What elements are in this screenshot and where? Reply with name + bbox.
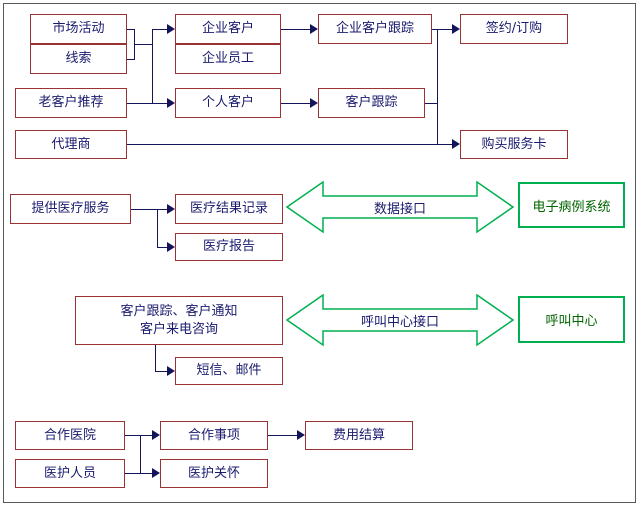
box-medical-report: 医疗报告	[175, 233, 283, 261]
connector-market-stub	[127, 29, 134, 30]
arrowhead	[167, 204, 175, 214]
box-agent: 代理商	[15, 130, 127, 159]
box-individual-customer: 个人客户	[175, 88, 281, 118]
box-market-activity: 市场活动	[30, 14, 127, 44]
connector-hospital-trunk	[140, 435, 141, 473]
arrowhead	[452, 139, 460, 149]
arrowhead	[310, 98, 318, 108]
connector-hospital-to-matters	[125, 435, 153, 436]
tracking-notice-line1: 客户跟踪、客户通知	[120, 303, 238, 319]
data-interface-label: 数据接口	[373, 202, 426, 217]
box-enterprise-customer: 企业客户	[175, 14, 281, 44]
arrowhead	[167, 98, 175, 108]
arrowhead	[297, 430, 305, 440]
box-medical-result-record: 医疗结果记录	[175, 194, 283, 224]
box-medical-staff: 医护人员	[15, 459, 125, 488]
connector-medical-service	[131, 209, 168, 210]
box-sms-email: 短信、邮件	[175, 357, 283, 385]
tracking-notice-line2: 客户来电咨询	[139, 321, 218, 337]
arrowhead	[167, 242, 175, 252]
connector-medical-trunk	[157, 209, 158, 247]
arrowhead	[167, 24, 175, 34]
connector-staff-to-care	[125, 473, 153, 474]
box-sign-order: 签约/订购	[460, 14, 568, 44]
connector-leads-stub	[127, 59, 134, 60]
connector-bracket-feed	[134, 44, 152, 45]
connector-to-medical-report	[157, 247, 168, 248]
box-provide-medical-service: 提供医疗服务	[10, 194, 131, 224]
connector-customer-tracking-stub	[425, 103, 437, 104]
box-leads: 线索	[30, 44, 127, 74]
connector-left-trunk	[152, 29, 153, 104]
box-customer-tracking: 客户跟踪	[318, 88, 425, 118]
box-emr-system: 电子病例系统	[518, 182, 625, 228]
box-customer-tracking-notice: 客户跟踪、客户通知 客户来电咨询	[75, 296, 283, 345]
connector-to-sms-email	[155, 371, 168, 372]
connector-tracking-to-sign	[432, 29, 453, 30]
box-cooperation-matters: 合作事项	[160, 421, 268, 450]
box-old-customer-referral: 老客户推荐	[15, 88, 127, 118]
box-fee-settlement: 费用结算	[305, 421, 413, 450]
box-call-center: 呼叫中心	[518, 296, 625, 343]
arrowhead	[152, 430, 160, 440]
box-buy-service-card: 购买服务卡	[460, 130, 568, 159]
call-center-double-arrow-icon	[286, 294, 514, 347]
connector-notice-down	[155, 345, 156, 371]
arrowhead	[310, 24, 318, 34]
box-medical-care: 医护关怀	[160, 459, 268, 488]
data-interface-double-arrow-icon	[286, 181, 514, 234]
box-partner-hospital: 合作医院	[15, 421, 125, 450]
connector-right-trunk	[437, 29, 438, 144]
connector-individual-to-tracking	[281, 103, 311, 104]
call-center-interface-label: 呼叫中心接口	[360, 315, 439, 330]
connector-enterprise-to-tracking	[281, 29, 311, 30]
connector-matters-to-fee	[268, 435, 298, 436]
connector-agent-to-service-card	[127, 144, 453, 145]
connector-referral-to-individual	[127, 103, 168, 104]
arrowhead	[152, 468, 160, 478]
arrowhead	[167, 366, 175, 376]
arrowhead	[452, 24, 460, 34]
box-enterprise-customer-tracking: 企业客户跟踪	[318, 14, 432, 44]
connector-to-enterprise-customer	[152, 29, 168, 30]
box-enterprise-employee: 企业员工	[175, 44, 281, 74]
